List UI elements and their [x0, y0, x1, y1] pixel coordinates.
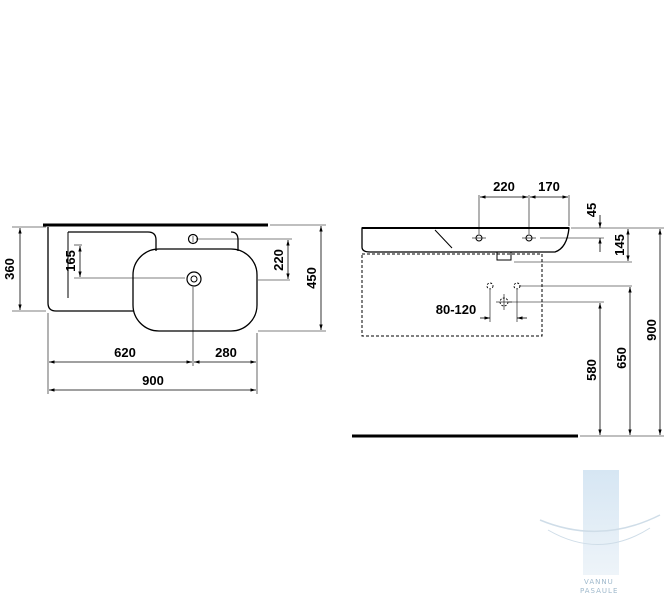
watermark-text-2: PASAULE	[580, 587, 618, 595]
dim-tap-to-back: 165	[63, 250, 78, 272]
dim-total-depth: 450	[304, 267, 319, 289]
vanity-outline	[47, 227, 134, 312]
watermark-logo: VANNU PASAULE	[539, 470, 661, 595]
dim-rim-thickness: 45	[584, 203, 599, 217]
cabinet-outline	[361, 253, 543, 337]
basin-profile	[361, 227, 570, 253]
dim-tap-offset: 170	[538, 179, 560, 194]
drain-stub	[496, 251, 512, 261]
dim-drain-height: 580	[584, 359, 599, 381]
front-view	[12, 223, 326, 394]
drain-inner-icon	[190, 275, 198, 283]
dim-basin-depth: 220	[271, 249, 286, 271]
side-view	[352, 195, 664, 438]
dim-right-section: 280	[215, 345, 237, 360]
supply-left-icon	[486, 282, 494, 290]
dim-drain-spread: 80-120	[436, 302, 476, 317]
dim-bowl-height: 145	[612, 234, 627, 256]
dim-tap-spacing: 220	[493, 179, 515, 194]
watermark-text-1: VANNU	[584, 578, 614, 586]
shelf-outline	[68, 231, 157, 251]
dim-left-section: 620	[114, 345, 136, 360]
dim-height-total: 360	[2, 258, 17, 280]
dim-waste-height: 650	[614, 347, 629, 369]
dim-total-width: 900	[142, 373, 164, 388]
basin-outline	[132, 248, 258, 332]
dim-rim-height: 900	[644, 319, 659, 341]
drain-outer-icon	[186, 271, 202, 287]
